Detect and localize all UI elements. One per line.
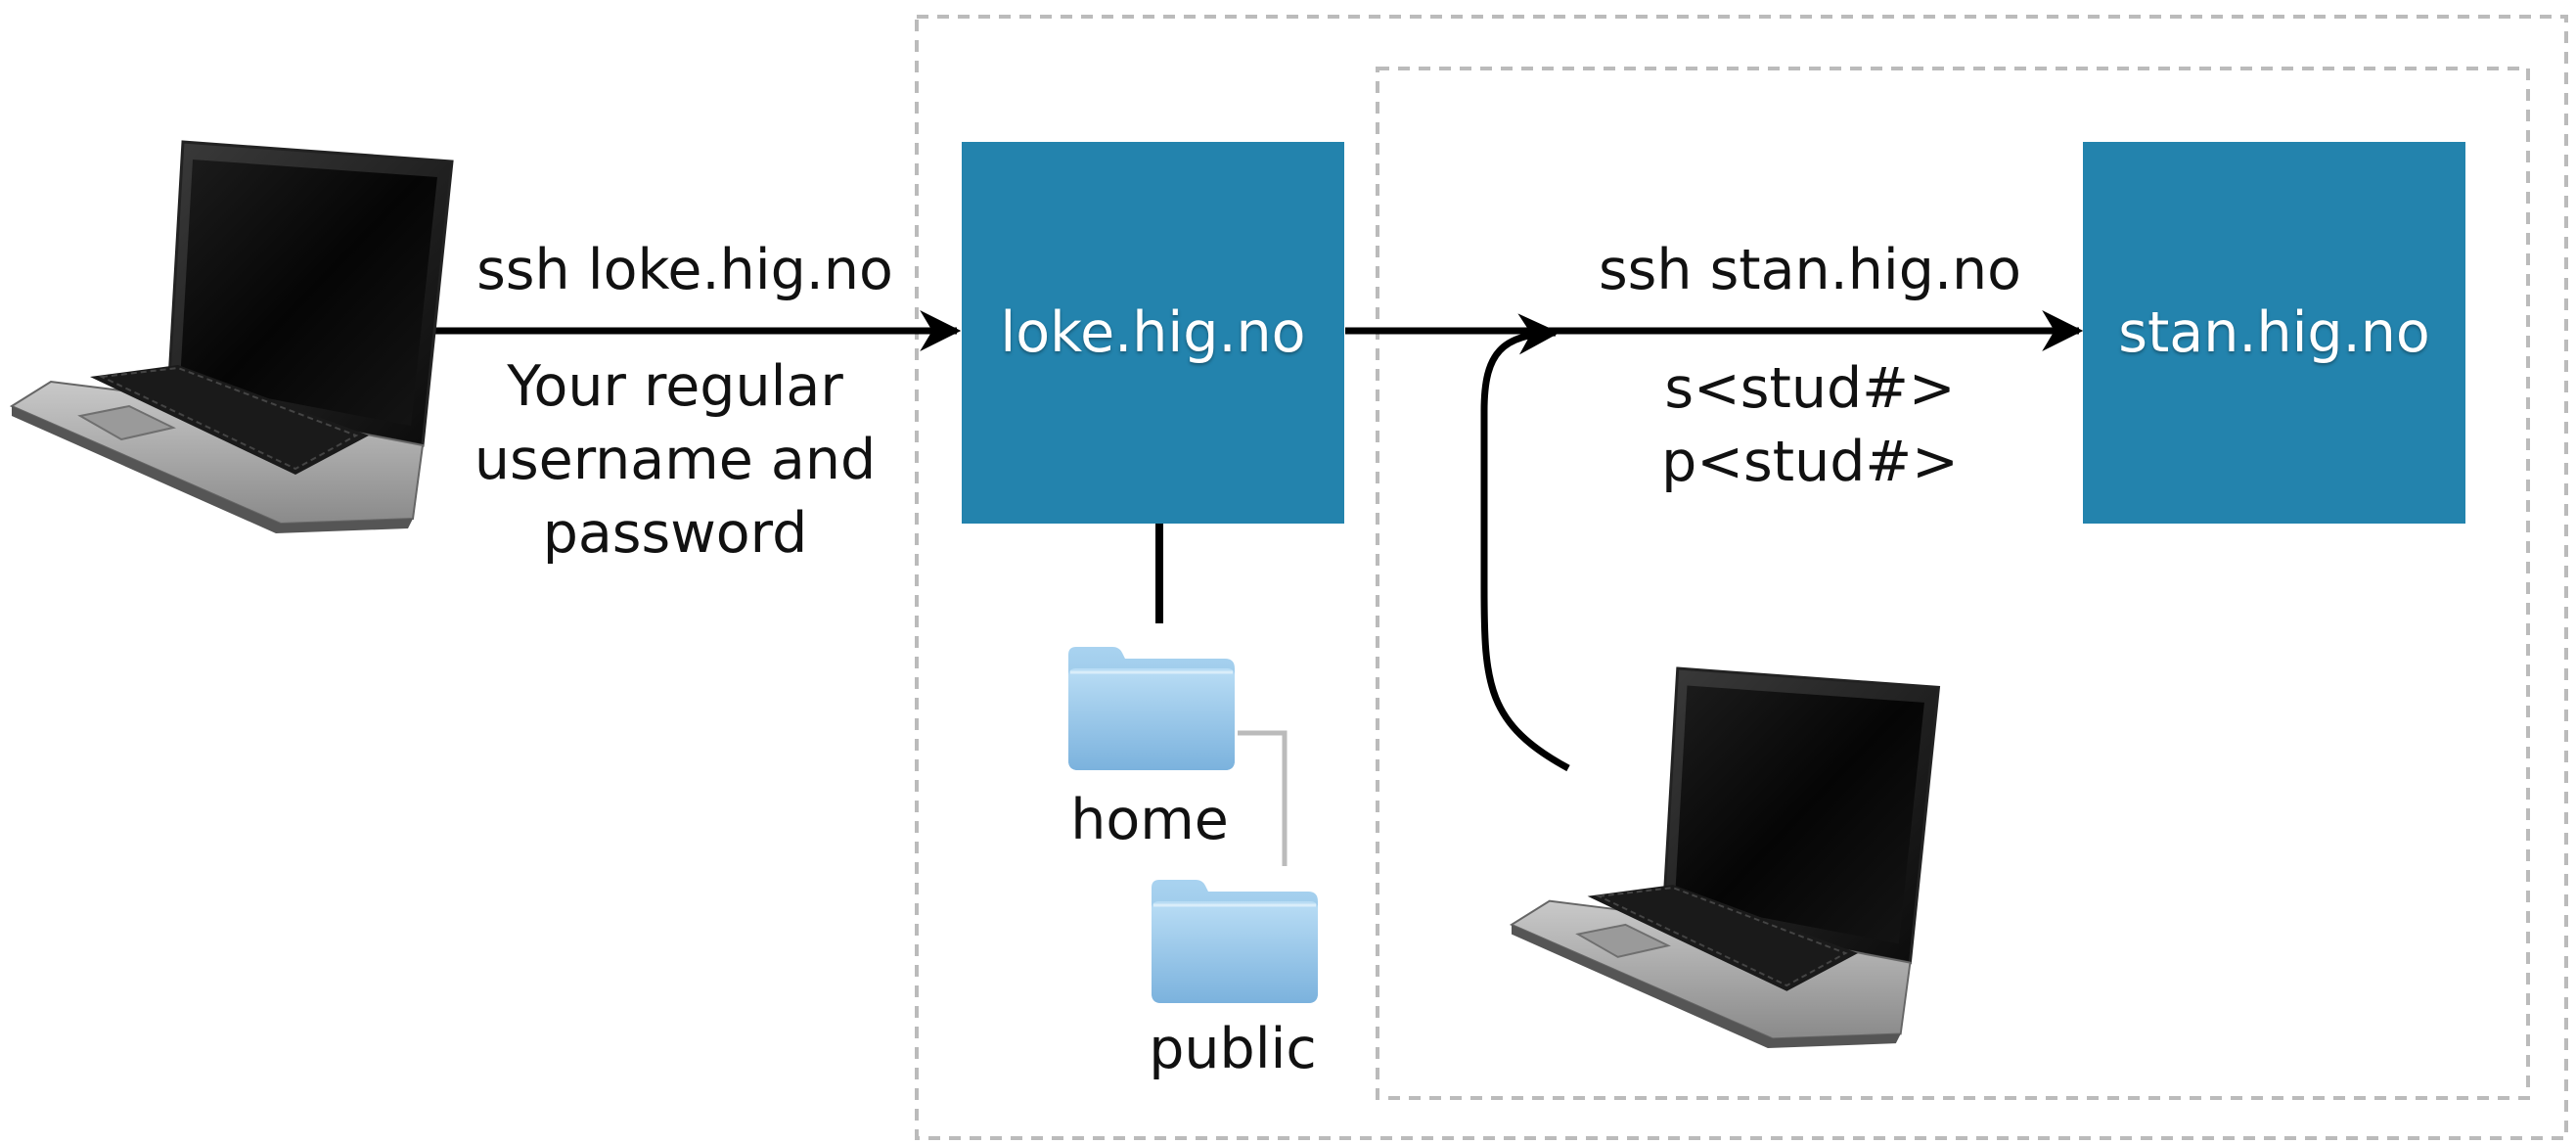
public-folder-label: public <box>1149 1017 1317 1081</box>
folder-icon <box>1066 645 1237 772</box>
server-loke: loke.hig.no <box>962 142 1344 524</box>
server-stan-label: stan.hig.no <box>2118 300 2430 365</box>
home-folder-label: home <box>1070 788 1229 852</box>
stan-credentials: s<stud#> p<stud#> <box>1661 356 1959 494</box>
server-stan: stan.hig.no <box>2083 142 2465 524</box>
inner-network-boundary <box>1376 67 2530 1100</box>
ssh-stan-command: ssh stan.hig.no <box>1598 238 2022 302</box>
outer-network-boundary <box>915 15 2568 1140</box>
ssh-loke-command: ssh loke.hig.no <box>476 238 893 302</box>
arrow-inner-laptop-to-line <box>1480 313 1570 772</box>
home-to-public-connector <box>1238 730 1288 866</box>
laptop-icon <box>10 140 454 535</box>
server-loke-label: loke.hig.no <box>1000 300 1306 365</box>
laptop-icon <box>1510 666 1940 1050</box>
loke-credentials: Your regular username and password <box>474 354 877 566</box>
folder-icon <box>1150 878 1320 1005</box>
